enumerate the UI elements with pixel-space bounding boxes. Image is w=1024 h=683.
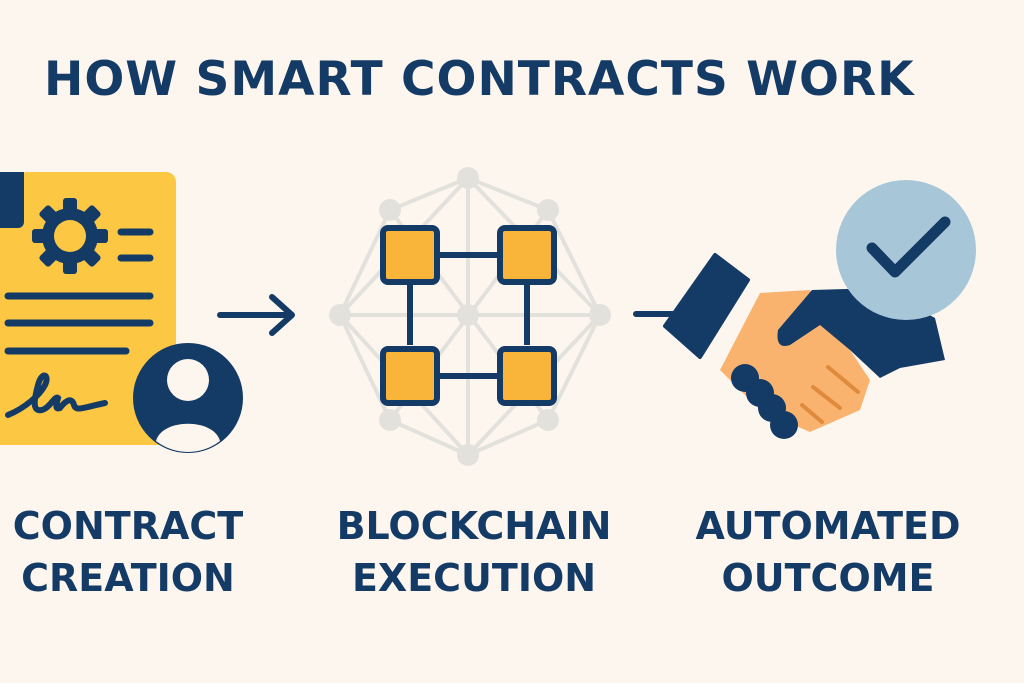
- step-label-line: AUTOMATED: [695, 504, 961, 548]
- page-title: HOW SMART CONTRACTS WORK: [44, 52, 915, 107]
- step-label-line: OUTCOME: [721, 556, 935, 600]
- step-label-contract-creation: CONTRACT CREATION: [0, 500, 278, 604]
- block-icons: [380, 225, 557, 406]
- step-label-blockchain-execution: BLOCKCHAIN EXECUTION: [324, 500, 624, 604]
- signature-icon: [5, 372, 108, 418]
- blockchain-network-icon: [329, 167, 611, 466]
- contract-document-icon: [0, 172, 243, 453]
- check-circle-icon: [836, 180, 976, 320]
- arrow-icon: [217, 294, 295, 336]
- handshake-check-icon: [663, 180, 976, 439]
- step-label-line: BLOCKCHAIN: [336, 504, 612, 548]
- gear-icon: [32, 198, 108, 274]
- step-label-automated-outcome: AUTOMATED OUTCOME: [678, 500, 978, 604]
- step-label-line: CREATION: [21, 556, 235, 600]
- user-avatar-icon: [133, 343, 243, 453]
- step-label-line: EXECUTION: [351, 556, 597, 600]
- step-label-line: CONTRACT: [12, 504, 244, 548]
- network-nodes: [329, 167, 611, 466]
- folded-corner-icon: [0, 172, 24, 228]
